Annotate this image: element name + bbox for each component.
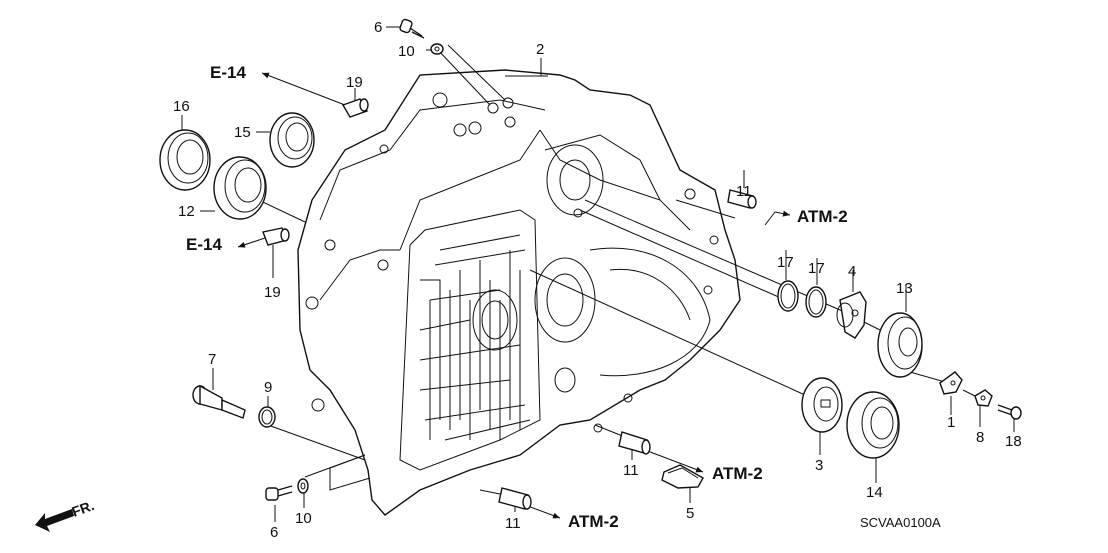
o-ring-17-b[interactable] bbox=[805, 286, 827, 318]
callout-19-bottom[interactable]: 19 bbox=[264, 284, 281, 301]
lock-plate-4[interactable] bbox=[836, 291, 867, 339]
thrust-shim-3[interactable] bbox=[801, 377, 843, 433]
o-ring-17-a[interactable] bbox=[777, 280, 799, 312]
callout-13[interactable]: 13 bbox=[896, 280, 913, 297]
washer-10-top[interactable] bbox=[430, 43, 444, 55]
callout-7[interactable]: 7 bbox=[208, 351, 216, 368]
bolt-18[interactable] bbox=[997, 404, 1022, 420]
callout-14[interactable]: 14 bbox=[866, 484, 883, 501]
callout-16[interactable]: 16 bbox=[173, 98, 190, 115]
callout-numbers: 6 10 2 19 16 15 12 19 11 17 17 4 13 7 9 … bbox=[173, 19, 1022, 541]
callout-3[interactable]: 3 bbox=[815, 457, 823, 474]
ref-atm2-right[interactable]: ATM-2 bbox=[797, 207, 848, 226]
front-direction-arrow: FR. bbox=[35, 497, 96, 532]
callout-11-bottom[interactable]: 11 bbox=[505, 515, 521, 532]
dowel-11-right[interactable] bbox=[727, 189, 757, 209]
callout-15[interactable]: 15 bbox=[234, 124, 251, 141]
callout-19-top[interactable]: 19 bbox=[346, 74, 363, 91]
ball-bearing-12[interactable] bbox=[213, 156, 267, 220]
transmission-housing[interactable] bbox=[297, 69, 741, 516]
ref-atm2-bottom[interactable]: ATM-2 bbox=[568, 512, 619, 531]
callout-4[interactable]: 4 bbox=[848, 263, 856, 280]
callout-10-bottom[interactable]: 10 bbox=[295, 510, 312, 527]
drawing-code: SCVAA0100A bbox=[860, 515, 941, 530]
bolt-6-bottom[interactable] bbox=[265, 485, 293, 501]
washer-10-bottom[interactable] bbox=[297, 478, 309, 494]
callout-12[interactable]: 12 bbox=[178, 203, 195, 220]
callout-6-top[interactable]: 6 bbox=[374, 19, 382, 36]
callout-1[interactable]: 1 bbox=[947, 414, 955, 431]
ref-e14-lower[interactable]: E-14 bbox=[186, 235, 222, 254]
dowel-19-bottom[interactable] bbox=[262, 227, 290, 246]
dowel-19-top[interactable] bbox=[341, 98, 369, 118]
front-direction-label: FR. bbox=[70, 497, 97, 520]
strainer-5[interactable] bbox=[661, 464, 704, 489]
callout-6-bottom[interactable]: 6 bbox=[270, 524, 278, 541]
callout-17-b[interactable]: 17 bbox=[808, 260, 825, 277]
callout-11-mid[interactable]: 11 bbox=[623, 462, 639, 479]
callout-9[interactable]: 9 bbox=[264, 379, 272, 396]
reference-labels: E-14 E-14 ATM-2 ATM-2 ATM-2 bbox=[186, 63, 848, 531]
ref-atm2-bottom-right[interactable]: ATM-2 bbox=[712, 464, 763, 483]
oil-seal-15[interactable] bbox=[269, 112, 315, 168]
lock-washer-8[interactable] bbox=[974, 389, 993, 407]
dowel-11-mid[interactable] bbox=[618, 431, 651, 455]
callout-11-right[interactable]: 11 bbox=[736, 183, 752, 200]
callout-2[interactable]: 2 bbox=[536, 41, 544, 58]
bearing-13[interactable] bbox=[877, 312, 923, 378]
callout-10-top[interactable]: 10 bbox=[398, 43, 415, 60]
callout-17-a[interactable]: 17 bbox=[777, 254, 794, 271]
ref-e14-upper[interactable]: E-14 bbox=[210, 63, 246, 82]
roller-bearing-14[interactable] bbox=[846, 391, 900, 459]
washer-9[interactable] bbox=[258, 406, 276, 428]
callout-18[interactable]: 18 bbox=[1005, 433, 1022, 450]
oil-seal-16[interactable] bbox=[159, 129, 211, 191]
callout-8[interactable]: 8 bbox=[976, 429, 984, 446]
drain-plug-7[interactable] bbox=[192, 384, 246, 419]
dowel-11-bottom[interactable] bbox=[498, 487, 532, 510]
bolt-6-top[interactable] bbox=[399, 18, 425, 39]
callout-5[interactable]: 5 bbox=[686, 505, 694, 522]
lock-washer-1[interactable] bbox=[939, 371, 963, 395]
